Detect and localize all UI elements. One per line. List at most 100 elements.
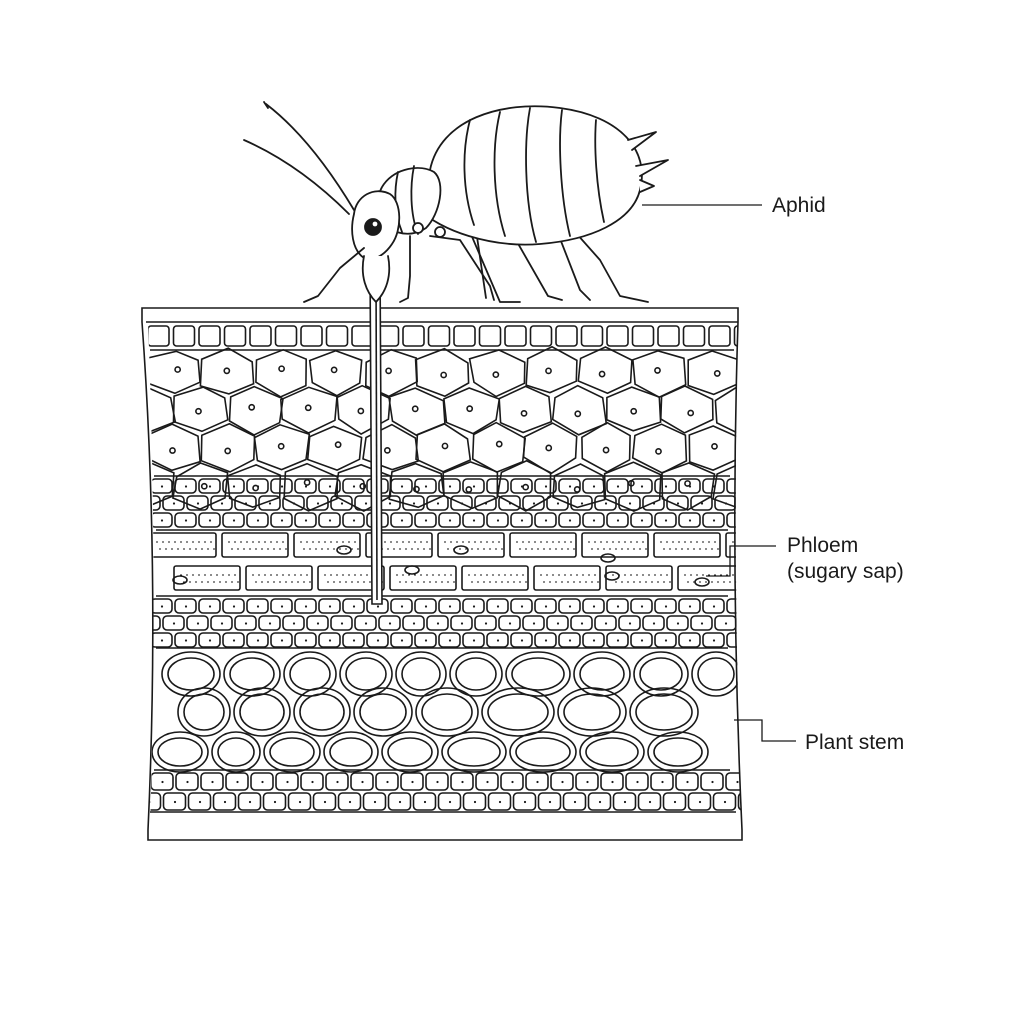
- cell-nucleus: [278, 365, 286, 373]
- small-cell: [630, 598, 653, 614]
- small-cell: [300, 772, 324, 791]
- small-cell: [270, 512, 293, 528]
- small-cell: [402, 495, 425, 511]
- cortex-cell: [148, 350, 201, 395]
- aphid-cornicle: [635, 159, 669, 177]
- cortex-cell: [148, 387, 177, 434]
- cell-dot: [736, 780, 739, 784]
- cell-dot: [664, 519, 668, 522]
- small-cell: [342, 598, 365, 614]
- aphid-rostrum: [361, 255, 391, 303]
- cell-dot: [700, 502, 704, 505]
- cell-dot: [184, 639, 188, 642]
- small-cell: [306, 615, 329, 631]
- epidermis-cell: [504, 325, 527, 347]
- small-cell: [174, 512, 197, 528]
- cell-dot: [160, 605, 164, 608]
- small-cell: [546, 495, 569, 511]
- cell-dot: [316, 622, 320, 625]
- cell-dot: [460, 622, 464, 625]
- small-cell: [690, 615, 713, 631]
- pith-layer: [151, 651, 741, 773]
- sieve-tube-cell: [509, 532, 577, 558]
- cell-nucleus: [195, 407, 202, 415]
- small-cell: [510, 598, 533, 614]
- cell-dot: [256, 485, 260, 488]
- cortex-cell: [551, 384, 608, 436]
- cell-dot: [598, 800, 602, 804]
- small-cell: [570, 615, 593, 631]
- cell-dot: [640, 639, 644, 642]
- cell-dot: [436, 502, 440, 505]
- small-cell: [606, 478, 629, 494]
- cell-dot: [448, 605, 452, 608]
- cell-dot: [724, 502, 728, 505]
- cell-dot: [208, 639, 212, 642]
- cortex-cell: [496, 459, 552, 512]
- cell-dot: [673, 800, 677, 804]
- cell-dot: [688, 485, 692, 488]
- cell-dot: [544, 639, 548, 642]
- small-cell: [582, 632, 605, 648]
- small-cell: [712, 792, 737, 811]
- cell-nucleus: [687, 409, 695, 417]
- small-cell: [390, 512, 413, 528]
- small-cell: [222, 512, 245, 528]
- cell-dot: [568, 519, 572, 522]
- cortex-cell: [200, 422, 256, 473]
- small-cell: [525, 772, 549, 791]
- cell-nucleus: [630, 407, 638, 415]
- cell-dot: [184, 605, 188, 608]
- epidermis-cell: [682, 325, 706, 347]
- callout-line-phloem: [706, 545, 776, 577]
- cell-dot: [292, 502, 296, 505]
- cell-dot: [628, 502, 632, 505]
- cell-dot: [556, 622, 560, 625]
- pith-cell-wall: [415, 687, 479, 737]
- small-cell: [294, 478, 317, 494]
- pith-cell-wall: [323, 731, 379, 773]
- phloem-layer: [149, 532, 742, 591]
- cell-nucleus: [169, 447, 176, 454]
- cell-dot: [736, 639, 740, 642]
- epidermis-cell: [249, 325, 272, 347]
- cortex-cell: [525, 345, 578, 394]
- cell-dot: [724, 622, 728, 625]
- cell-dot: [498, 800, 502, 804]
- small-cell: [546, 615, 569, 631]
- small-cell: [234, 495, 257, 511]
- cell-dot: [388, 502, 392, 505]
- sieve-tube-cell: [533, 565, 601, 591]
- cell-dot: [244, 502, 248, 505]
- pith-cell-lumen: [157, 737, 203, 767]
- small-cell-band-bottom: [148, 772, 751, 811]
- cell-dot: [661, 780, 664, 784]
- cell-dot: [592, 485, 596, 488]
- aphid-eye: [364, 218, 382, 236]
- pith-cell-wall: [481, 687, 555, 737]
- cell-dot: [648, 800, 652, 804]
- small-cell: [212, 792, 237, 811]
- small-cell: [174, 598, 197, 614]
- sieve-tube-cell: [149, 532, 217, 558]
- cell-dot: [376, 639, 380, 642]
- small-cell: [438, 632, 461, 648]
- label-phloem-line1: Phloem: [787, 534, 859, 557]
- small-cell: [450, 495, 473, 511]
- cell-dot: [749, 801, 751, 803]
- cell-dot: [573, 800, 577, 804]
- cell-dot: [688, 639, 692, 642]
- cell-nucleus: [223, 367, 231, 375]
- cell-dot: [736, 519, 740, 522]
- cell-dot: [544, 519, 548, 522]
- small-cell: [654, 632, 677, 648]
- cell-nucleus: [440, 371, 448, 379]
- cell-dot: [232, 485, 236, 488]
- companion-cell: [336, 545, 352, 555]
- small-cell: [246, 478, 269, 494]
- cell-dot: [328, 605, 332, 608]
- small-cell: [726, 598, 742, 614]
- cell-dot: [508, 502, 512, 505]
- cell-dot: [161, 780, 164, 784]
